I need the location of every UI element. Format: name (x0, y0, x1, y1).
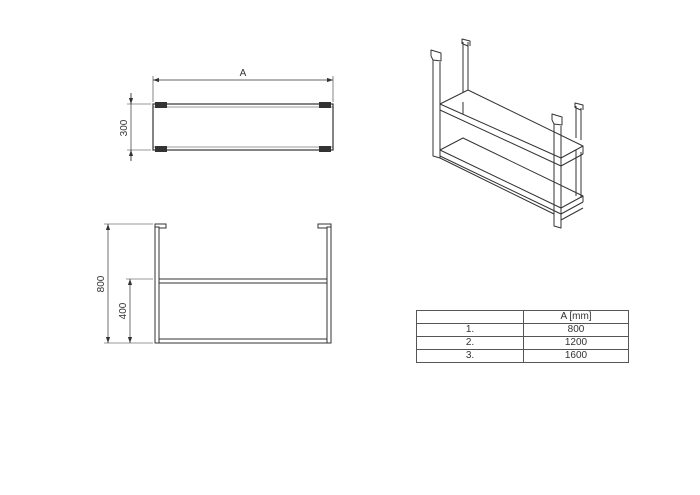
table-row: 1. 800 (416, 323, 629, 337)
table-header-cell (416, 310, 524, 324)
table-cell: 800 (523, 323, 629, 337)
front-view-left-upright (154, 226, 160, 344)
top-view-shelf-outline (152, 103, 334, 151)
table-cell: 1. (416, 323, 524, 337)
iso-lower-shelf (439, 137, 584, 215)
table-header-cell: A [mm] (523, 310, 629, 324)
iso-bottom-rail (439, 157, 584, 221)
top-view (127, 76, 334, 161)
depth-dimension-label: 300 (119, 119, 130, 136)
front-view (104, 223, 332, 344)
iso-front-right-upright (551, 113, 563, 229)
table-cell: 1600 (523, 349, 629, 363)
front-view-middle-shelf (158, 278, 328, 284)
table-cell: 1200 (523, 336, 629, 350)
iso-back-right-upright (574, 102, 584, 140)
iso-back-left-upright (461, 38, 471, 92)
front-view-right-upright (326, 226, 332, 344)
table-row: 2. 1200 (416, 336, 629, 350)
table-header-row: A [mm] (416, 310, 629, 324)
width-dimension-label: A (240, 68, 247, 79)
isometric-view (430, 38, 584, 229)
dimension-table: A [mm] 1. 800 2. 1200 3. 1600 (416, 310, 629, 363)
shelf-height-dimension-label: 400 (118, 302, 129, 319)
table-cell: 3. (416, 349, 524, 363)
front-view-bottom-shelf (158, 338, 328, 344)
table-cell: 2. (416, 336, 524, 350)
height-dimension-label: 800 (96, 275, 107, 292)
iso-upper-shelf (439, 89, 584, 167)
top-view-brackets (155, 102, 331, 152)
table-row: 3. 1600 (416, 349, 629, 363)
